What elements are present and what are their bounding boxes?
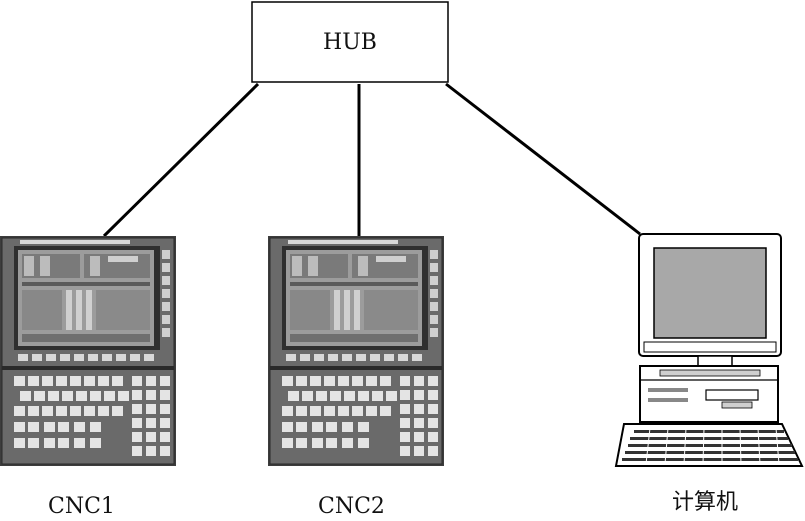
cnc2-panel-icon [267, 235, 445, 467]
link-hub-computer [445, 82, 641, 236]
cnc1-label: CNC1 [48, 494, 115, 519]
computer-icon [614, 233, 804, 467]
computer-label: 计算机 [672, 490, 739, 515]
cnc1-panel-icon [0, 235, 177, 467]
link-hub-cnc1 [102, 82, 260, 238]
hub-box [251, 1, 449, 83]
cnc2-label: CNC2 [318, 494, 385, 519]
hub-label: HUB [323, 29, 377, 55]
